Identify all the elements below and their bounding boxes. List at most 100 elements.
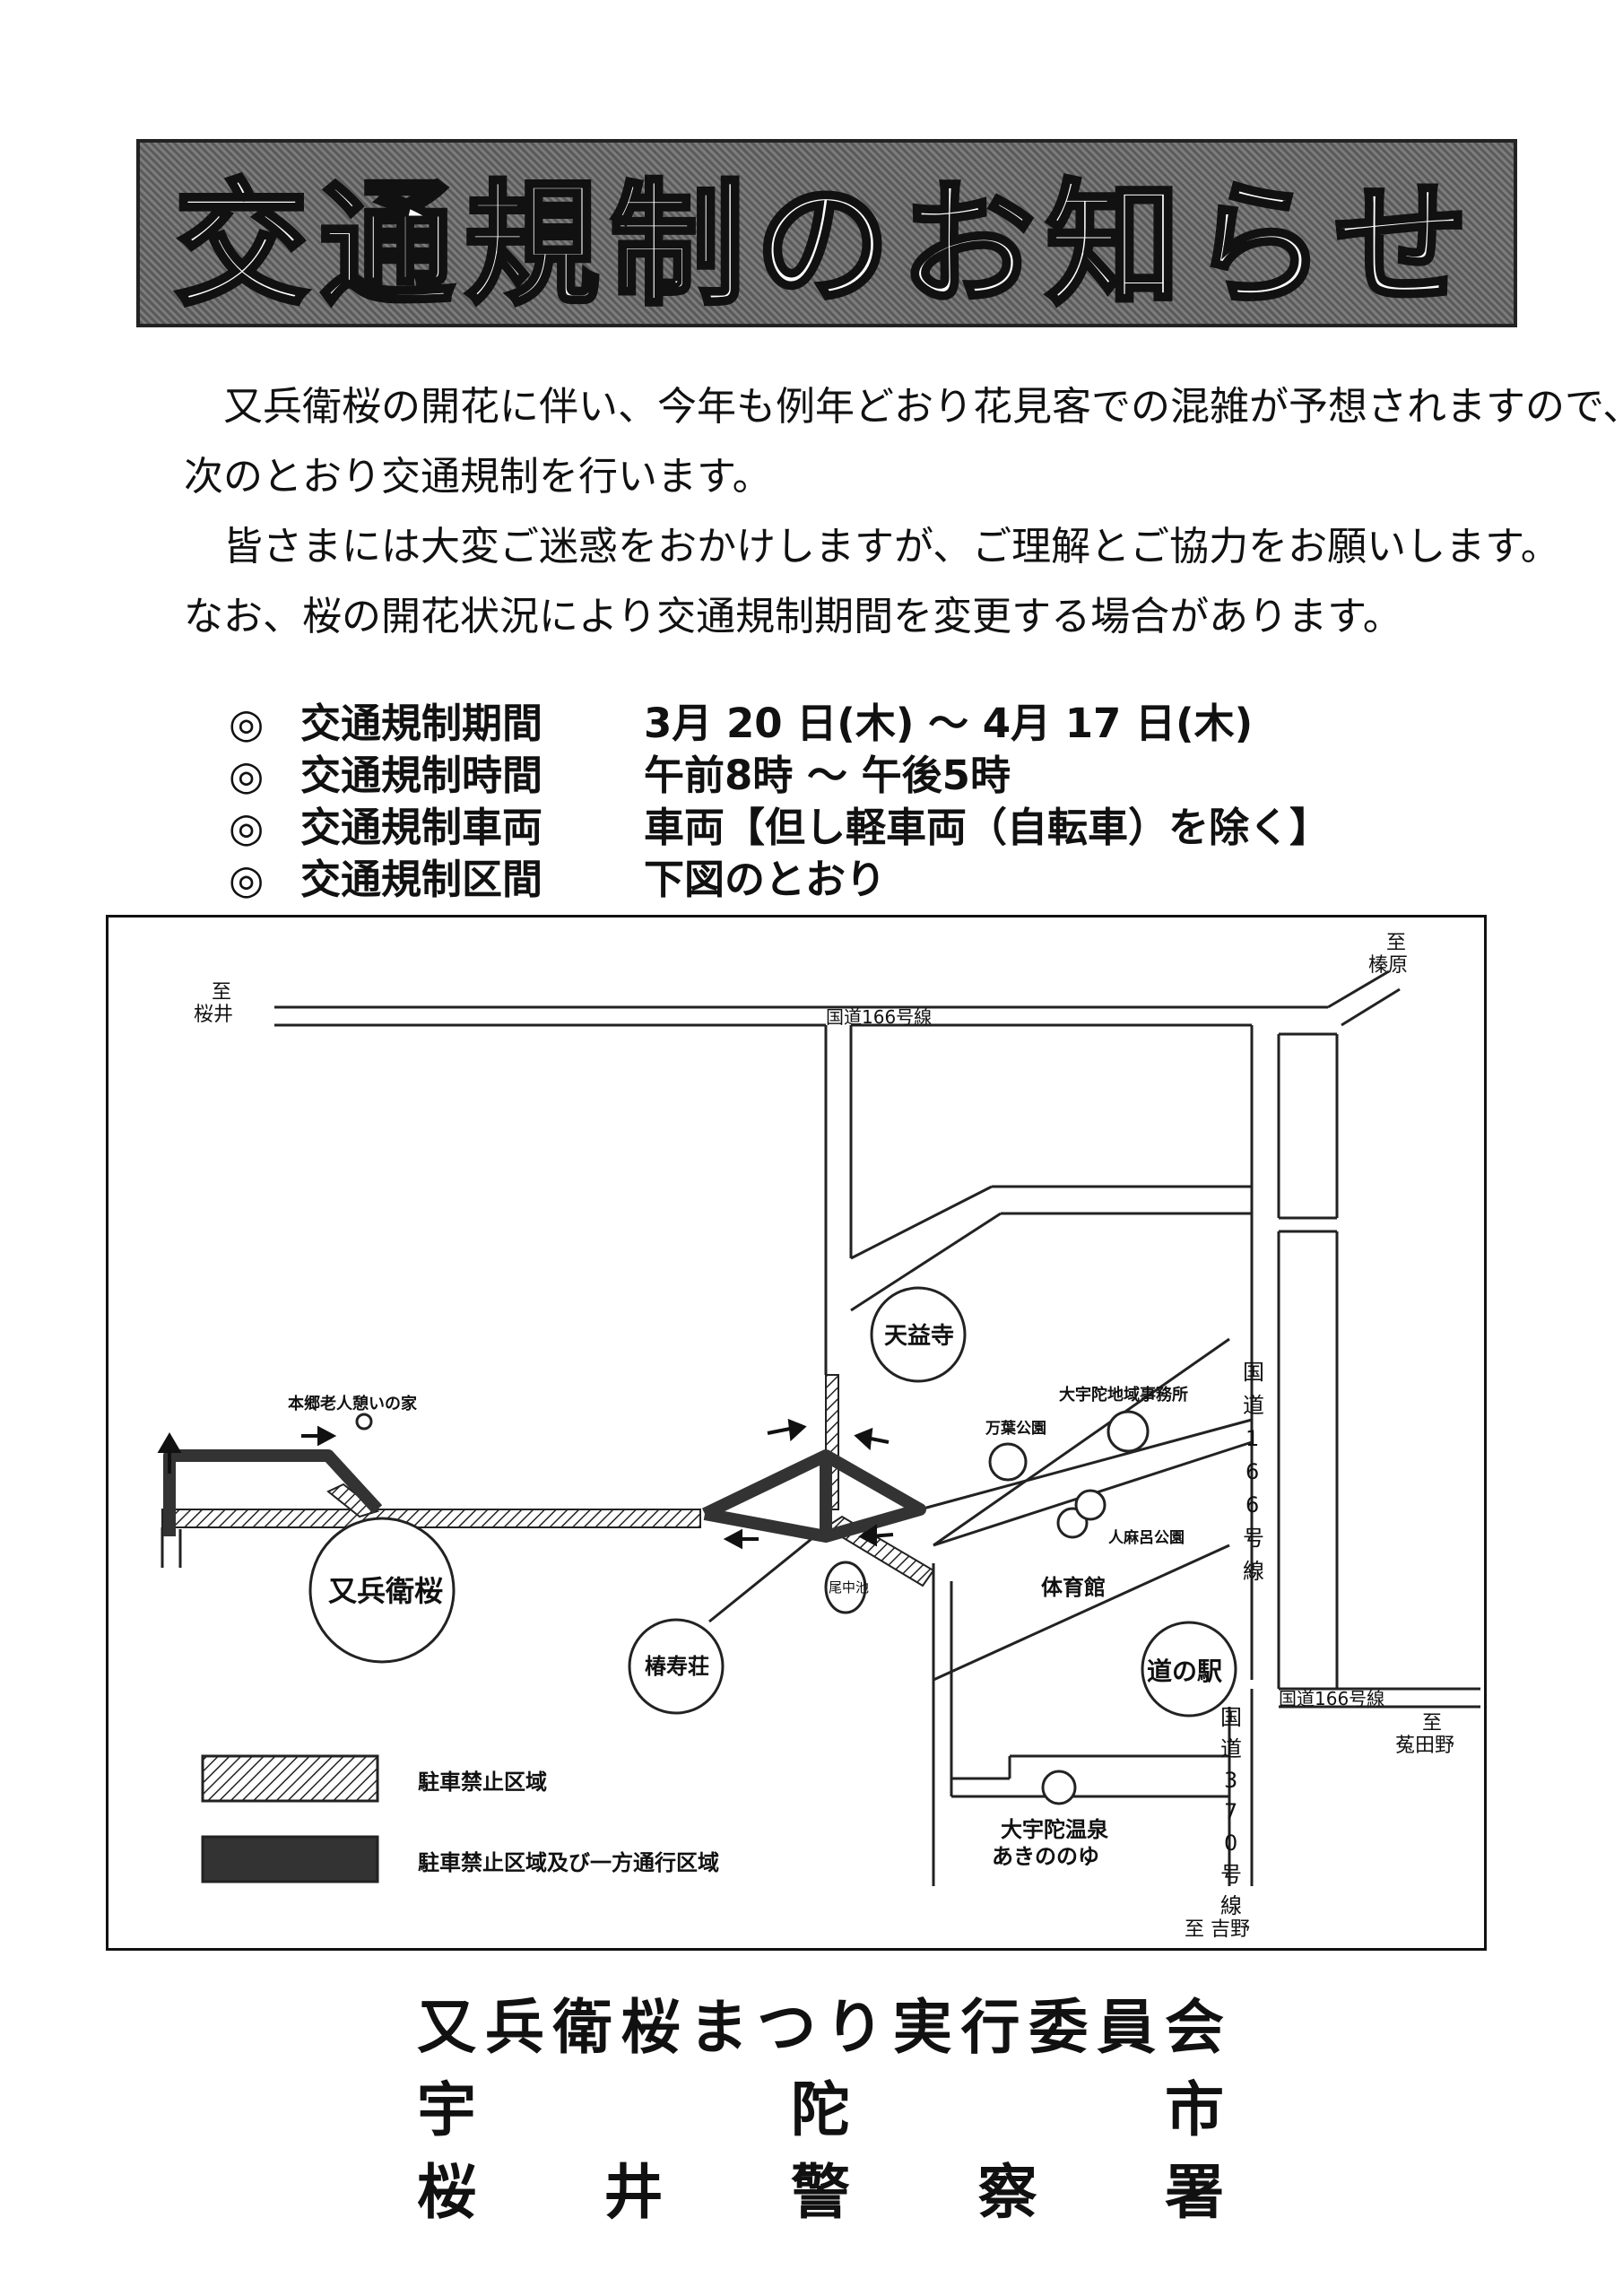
route166-v-char: 6	[1245, 1459, 1259, 1484]
onsen-label: あきののゆ	[992, 1844, 1099, 1869]
organizer-char: 察	[977, 2158, 1037, 2227]
route166-v-char: 線	[1243, 1559, 1264, 1584]
bullet-icon: ◎	[229, 700, 265, 747]
bullet-icon: ◎	[229, 804, 265, 851]
info-value: 午前8時 ～ 午後5時	[644, 752, 1011, 799]
organizer-char: 宇	[417, 2075, 476, 2144]
page-title: 交通規制のお知らせ	[172, 165, 1480, 326]
route370-v-char: 線	[1220, 1893, 1242, 1918]
tenyakuji-circle	[870, 1286, 967, 1383]
bullet-icon: ◎	[229, 752, 265, 799]
map-svg: 至 榛原 至 桜井 国道166号線 国 道 1 6 6 号 線 国道166号線 …	[157, 932, 1480, 1941]
landmark-circles	[308, 1286, 1237, 1805]
info-value: 下図のとおり	[644, 856, 887, 903]
organizer-char: 桜	[417, 2158, 476, 2227]
legend-one-way-label: 駐車禁止区域及び一方通行区域	[418, 1850, 719, 1875]
to-sakurai-label: 至	[212, 981, 231, 1004]
to-haibara-label: 榛原	[1368, 954, 1408, 977]
route166-bottom-label: 国道166号線	[1279, 1688, 1384, 1709]
organizer-char: 実	[892, 1993, 952, 2062]
route166-v-char: 国	[1243, 1360, 1264, 1385]
to-yoshino-label: 至 吉野	[1185, 1918, 1250, 1941]
organizer-char: 会	[1164, 1993, 1224, 2062]
info-row-section: ◎ 交通規制区間 下図のとおり	[229, 854, 1330, 906]
route166-v-char: 6	[1245, 1492, 1259, 1518]
organizer-char: 又	[417, 1993, 476, 2062]
organizer-char: ま	[689, 1993, 749, 2062]
manyo-park-circle	[988, 1442, 1028, 1482]
tenyakuji-label: 天益寺	[884, 1323, 954, 1350]
info-value: 3月 20 日(木) ～ 4月 17 日(木)	[644, 700, 1254, 747]
office-circle	[1107, 1410, 1150, 1453]
one-way-roads	[163, 1449, 926, 1543]
footer-organizers: 又 兵 衛 桜 ま つ り 実 行 委 員 会 宇 陀 市 桜 井 警 察 署	[417, 1987, 1224, 2234]
organizer-char: 市	[1165, 2075, 1224, 2144]
matabee-circle	[308, 1517, 456, 1664]
organizer-char: 井	[603, 2158, 664, 2227]
rest-house-circle	[355, 1413, 373, 1431]
organizer-char: 警	[791, 2158, 850, 2227]
title-banner: 交通規制のお知らせ	[136, 139, 1517, 327]
arrow-left-icon	[858, 1524, 877, 1547]
rest-house-label: 本郷老人憩いの家	[288, 1394, 418, 1413]
manyo-park-label: 万葉公園	[985, 1419, 1046, 1438]
route370-v-char: 道	[1220, 1736, 1242, 1761]
arrow-right-icon	[317, 1425, 337, 1447]
michi-no-eki-circle	[1141, 1621, 1237, 1718]
organizer-char: 陀	[791, 2075, 850, 2144]
matabee-label: 又兵衛桜	[328, 1574, 443, 1608]
organizer-char: 衛	[552, 1993, 612, 2062]
legend-no-parking-label: 駐車禁止区域	[418, 1770, 547, 1795]
traffic-map: 至 榛原 至 桜井 国道166号線 国 道 1 6 6 号 線 国道166号線 …	[106, 915, 1487, 1951]
route166-v-char: 道	[1243, 1393, 1264, 1418]
one-way-arrows	[157, 1418, 894, 1550]
hitomaro-park-circle-b	[1074, 1489, 1107, 1521]
intro-line: 又兵衛桜の開花に伴い、今年も例年どおり花見客での混雑が予想されますので、	[223, 384, 1623, 430]
chinjuso-circle	[628, 1618, 725, 1715]
route370-v-char: 号	[1220, 1862, 1242, 1887]
bullet-icon: ◎	[229, 856, 265, 903]
organizer-char: つ	[757, 1993, 817, 2062]
organizer-uda-city: 宇 陀 市	[417, 2069, 1224, 2152]
michi-no-eki-label: 道の駅	[1147, 1657, 1222, 1686]
route370-v-char: 国	[1220, 1705, 1242, 1730]
pond-shape	[824, 1561, 867, 1614]
intro-line: なお、桜の開花状況により交通規制期間を変更する場合があります。	[184, 594, 1402, 639]
organizer-char: 行	[960, 1993, 1020, 2062]
regulation-info: ◎ 交通規制期間 3月 20 日(木) ～ 4月 17 日(木) ◎ 交通規制時…	[229, 698, 1330, 906]
onsen-circle	[1041, 1770, 1077, 1805]
arrow-up-icon	[157, 1432, 182, 1453]
arrow-right-icon	[787, 1418, 807, 1442]
organizer-char: 署	[1165, 2158, 1224, 2227]
onsen-label: 大宇陀温泉	[1001, 1817, 1109, 1842]
chinjuso-label: 椿寿荘	[645, 1654, 709, 1679]
info-label: 交通規制区間	[300, 856, 543, 903]
info-label: 交通規制車両	[300, 804, 543, 851]
organizer-char: 兵	[484, 1993, 544, 2062]
route370-v-char: 0	[1224, 1831, 1237, 1856]
route166-top-label: 国道166号線	[826, 1006, 932, 1028]
intro-text: 又兵衛桜の開花に伴い、今年も例年どおり花見客での混雑が予想されますので、 次のと…	[184, 372, 1623, 652]
organizer-festival-committee: 又 兵 衛 桜 ま つ り 実 行 委 員 会	[417, 1987, 1224, 2069]
to-haibara-label: 至	[1386, 932, 1406, 954]
organizer-char: り	[824, 1993, 884, 2062]
info-label: 交通規制期間	[300, 700, 543, 747]
info-row-period: ◎ 交通規制期間 3月 20 日(木) ～ 4月 17 日(木)	[229, 698, 1330, 750]
info-row-vehicle: ◎ 交通規制車両 車両【但し軽車両（自転車）を除く】	[229, 802, 1330, 854]
intro-line: 皆さまには大変ご迷惑をおかけしますが、ご理解とご協力をお願いします。	[223, 524, 1560, 570]
route166-v-char: 号	[1243, 1526, 1264, 1551]
to-uda-label: 菟田野	[1395, 1735, 1454, 1757]
organizer-police: 桜 井 警 察 署	[417, 2152, 1224, 2234]
route370-v-char: 7	[1224, 1799, 1237, 1824]
hitomaro-park-label: 人麻呂公園	[1108, 1528, 1185, 1547]
arrow-left-icon	[854, 1427, 873, 1451]
to-uda-label: 至	[1422, 1712, 1442, 1735]
info-label: 交通規制時間	[300, 752, 543, 799]
intro-line: 次のとおり交通規制を行います。	[184, 454, 772, 500]
pond-label: 尾中池	[829, 1579, 869, 1596]
organizer-char: 員	[1097, 1993, 1157, 2062]
info-row-time: ◎ 交通規制時間 午前8時 ～ 午後5時	[229, 750, 1330, 802]
to-sakurai-label: 桜井	[194, 1004, 233, 1026]
info-value: 車両【但し軽車両（自転車）を除く】	[644, 804, 1331, 851]
legend-solid-swatch	[201, 1835, 379, 1883]
